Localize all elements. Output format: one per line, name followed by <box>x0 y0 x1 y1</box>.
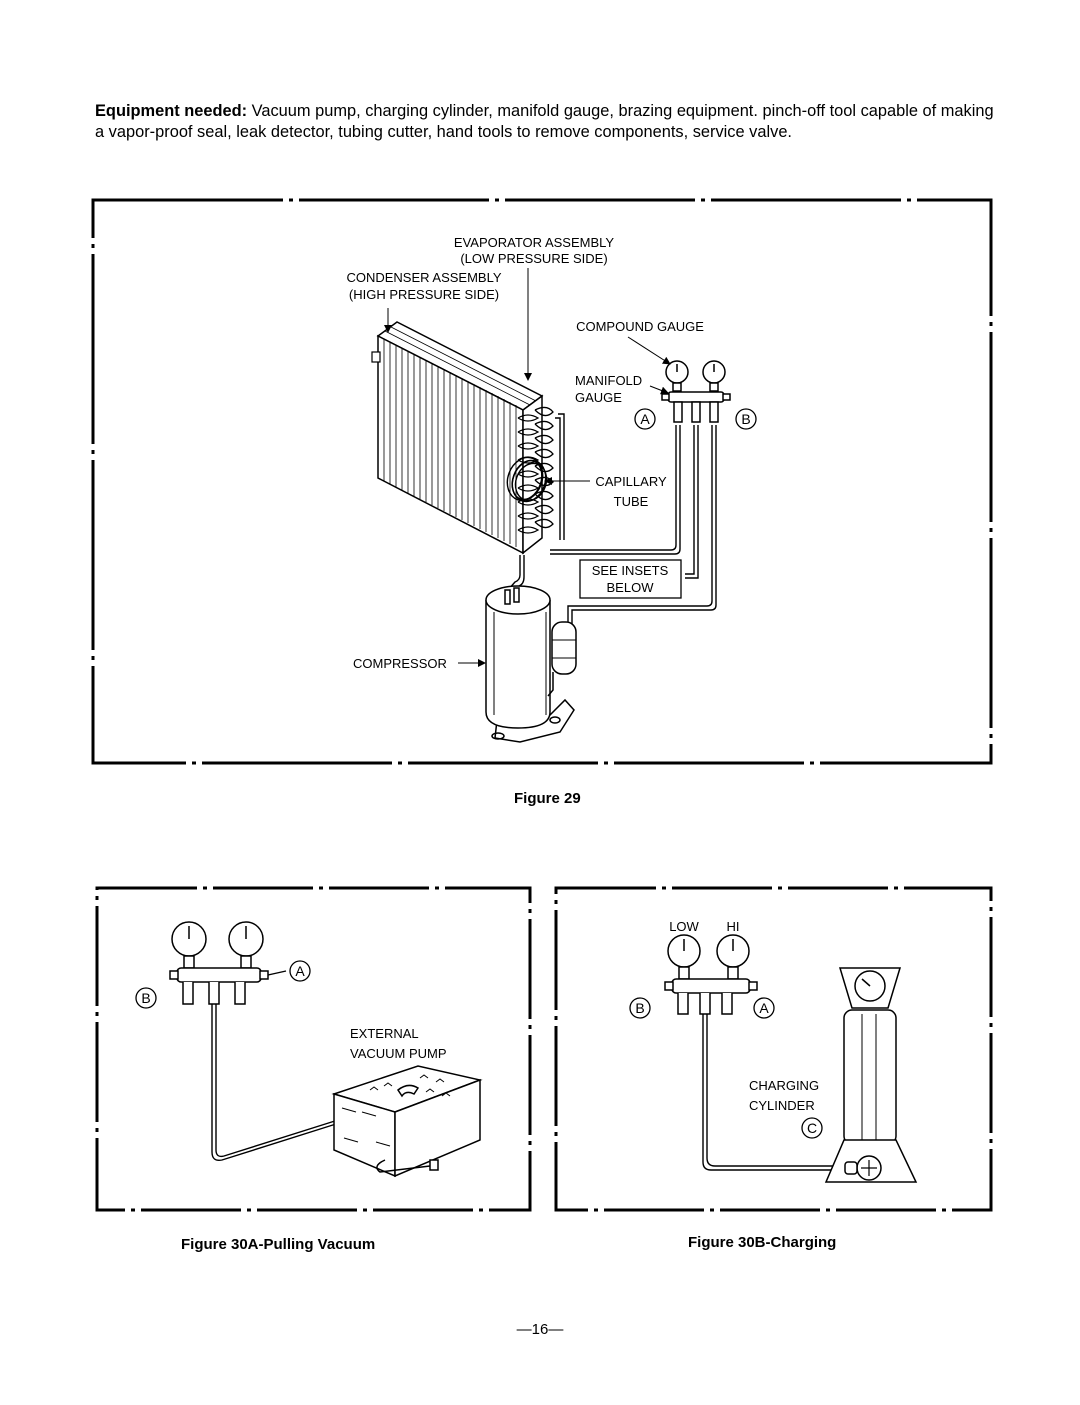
condenser-sub-label: (HIGH PRESSURE SIDE) <box>349 287 499 302</box>
charging-cylinder <box>824 967 918 1183</box>
leader-lines-fig29 <box>384 268 671 667</box>
valve-b-marker <box>735 408 757 430</box>
figure29-labels: EVAPORATOR ASSEMBLY (LOW PRESSURE SIDE) … <box>346 235 757 671</box>
figure30a-caption: Figure 30A-Pulling Vacuum <box>181 1236 376 1253</box>
figure29-caption: Figure 29 <box>514 790 581 807</box>
hi-label: HI <box>727 919 740 934</box>
see-insets-label: SEE INSETS <box>592 563 669 578</box>
fig30b-b-label: B <box>635 1000 644 1016</box>
manifold-label: MANIFOLD <box>575 373 642 388</box>
external-label: EXTERNAL <box>350 1026 419 1041</box>
figure30a-frame <box>95 886 532 1212</box>
fig30b-c-label: C <box>807 1120 817 1136</box>
evaporator-sub-label: (LOW PRESSURE SIDE) <box>460 251 607 266</box>
figure30a-labels: A B EXTERNAL VACUUM PUMP <box>135 960 447 1061</box>
valve-a-label: A <box>640 411 650 427</box>
manifold-gauge-fig29 <box>661 360 731 423</box>
figure30b-frame <box>554 886 993 1212</box>
fig30a-b-label: B <box>141 990 150 1006</box>
intro-paragraph: Equipment needed: Vacuum pump, charging … <box>95 101 1000 143</box>
condenser-coil <box>371 321 554 555</box>
see-insets-box <box>579 559 682 599</box>
fig30b-c-marker <box>801 1117 823 1139</box>
page-number: —16— <box>516 1321 564 1338</box>
figure30b-caption: Figure 30B-Charging <box>688 1234 837 1251</box>
compound-gauge-label: COMPOUND GAUGE <box>576 319 704 334</box>
below-label: BELOW <box>607 580 655 595</box>
vacuum-pump-label: VACUUM PUMP <box>350 1046 447 1061</box>
gauge-label: GAUGE <box>575 390 622 405</box>
valve-b-label: B <box>741 411 750 427</box>
tube-label: TUBE <box>614 494 649 509</box>
vacuum-pump <box>331 1065 483 1178</box>
fig30a-b-marker <box>135 987 157 1009</box>
hose-fig30b <box>702 1014 842 1171</box>
condenser-label: CONDENSER ASSEMBLY <box>346 270 501 285</box>
fig30b-a-marker <box>753 997 775 1019</box>
evaporator-label: EVAPORATOR ASSEMBLY <box>454 235 614 250</box>
compressor <box>485 585 577 743</box>
charging-label: CHARGING <box>749 1078 819 1093</box>
fig30b-b-marker <box>629 997 651 1019</box>
valve-a-marker <box>634 408 656 430</box>
figure30b-labels: LOW HI B A CHARGING CYLINDER C <box>629 919 823 1139</box>
hose-fig30a <box>211 970 339 1162</box>
figure29-frame <box>91 198 993 765</box>
fig30a-a-label: A <box>295 963 305 979</box>
cylinder-label: CYLINDER <box>749 1098 815 1113</box>
capillary-label: CAPILLARY <box>595 474 667 489</box>
capillary-coil <box>506 456 548 503</box>
intro-text: Vacuum pump, charging cylinder, manifold… <box>95 102 994 141</box>
fig30b-a-label: A <box>759 1000 769 1016</box>
compressor-label: COMPRESSOR <box>353 656 447 671</box>
low-label: LOW <box>669 919 699 934</box>
manifold-gauge-fig30a <box>169 921 269 1005</box>
manifold-gauge-fig30b <box>664 934 758 1015</box>
fig30a-a-marker <box>289 960 311 982</box>
intro-lead: Equipment needed: <box>95 102 248 120</box>
